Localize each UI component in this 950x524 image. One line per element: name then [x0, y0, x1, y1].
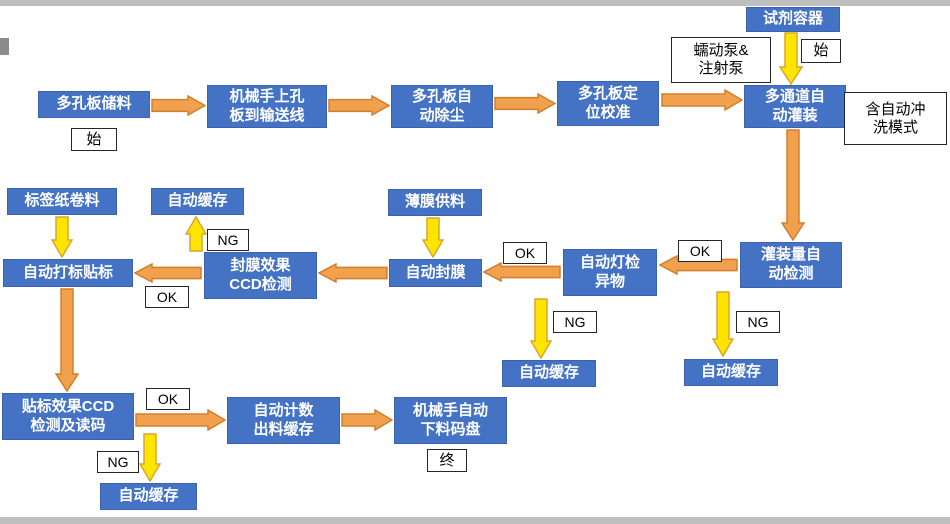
label-pump-note: 蠕动泵& 注射泵 [671, 37, 771, 83]
node-label-ccd: 贴标效果CCD 检测及读码 [2, 393, 134, 440]
label-ng-sealccd: NG [207, 229, 249, 251]
arrow-dust-to-calibration-icon [494, 93, 556, 114]
arrow-filmsupply-to-sealing-icon [422, 217, 444, 258]
node-auto-sealing: 自动封膜 [389, 259, 482, 287]
node-cache-label: 自动缓存 [100, 483, 197, 510]
node-plate-storage: 多孔板储料 [38, 91, 150, 118]
node-cache-seal: 自动缓存 [151, 188, 244, 215]
label-rinse-note: 含自动冲 洗模式 [844, 92, 947, 145]
label-ok-lampcheck: OK [503, 242, 547, 264]
arrow-labelccd-to-count-icon [135, 409, 226, 431]
arrow-labelccd-ng-to-cache-icon [139, 433, 161, 482]
node-dust-removal: 多孔板自 动除尘 [391, 85, 493, 128]
arrow-sealing-to-sealccd-icon [318, 263, 388, 283]
arrow-labelroll-to-labeling-icon [51, 216, 73, 258]
node-cache-filling: 自动缓存 [684, 359, 778, 386]
arrow-robotload-to-dust-icon [328, 95, 390, 116]
slide-bottom-bar [0, 517, 950, 524]
node-robot-load: 机械手上孔 板到输送线 [207, 85, 327, 128]
label-ng-fillcheck: NG [736, 311, 780, 333]
node-multichannel-filling: 多通道自 动灌装 [744, 85, 846, 128]
node-lamp-inspection: 自动灯检 异物 [563, 249, 657, 296]
node-cache-lamp: 自动缓存 [502, 360, 596, 387]
label-ok-sealccd: OK [145, 286, 189, 308]
label-ng-labelccd: NG [97, 451, 139, 473]
node-seal-ccd: 封膜效果 CCD检测 [204, 252, 317, 299]
node-filling-check: 灌装量自 动检测 [740, 242, 842, 288]
arrow-count-to-unload-icon [341, 409, 393, 431]
arrow-lampcheck-ng-to-cache-icon [530, 298, 552, 359]
node-reagent-container: 试剂容器 [746, 7, 840, 32]
label-start-top: 始 [801, 39, 841, 63]
slide-top-bar [0, 0, 950, 6]
node-film-supply: 薄膜供料 [388, 189, 482, 216]
arrow-storage-to-robotload-icon [151, 95, 206, 116]
label-ok-labelccd: OK [146, 388, 190, 410]
slide-edge-mark [0, 38, 9, 55]
node-position-calibration: 多孔板定 位校准 [557, 81, 659, 126]
arrow-sealccd-to-labeling-icon [134, 263, 202, 283]
node-label-roll: 标签纸卷料 [7, 188, 117, 215]
arrow-labeling-to-labelccd-icon [55, 288, 79, 392]
arrow-reagent-to-filling-icon [779, 32, 803, 85]
arrow-calibration-to-filling-icon [661, 89, 743, 111]
label-ng-lampcheck: NG [553, 311, 597, 333]
arrow-lampcheck-to-sealing-icon [483, 262, 561, 282]
label-start-left: 始 [71, 128, 117, 151]
node-auto-labeling: 自动打标贴标 [3, 259, 133, 287]
label-ok-fillcheck: OK [678, 240, 722, 262]
arrow-filling-to-fillcheck-icon [781, 129, 805, 241]
arrow-sealccd-ng-to-cache-icon [185, 216, 207, 252]
label-end: 终 [427, 449, 467, 472]
node-count-output: 自动计数 出料缓存 [227, 397, 340, 444]
node-robot-unload: 机械手自动 下料码盘 [394, 397, 507, 444]
arrow-fillcheck-ng-to-cache-icon [712, 291, 734, 357]
